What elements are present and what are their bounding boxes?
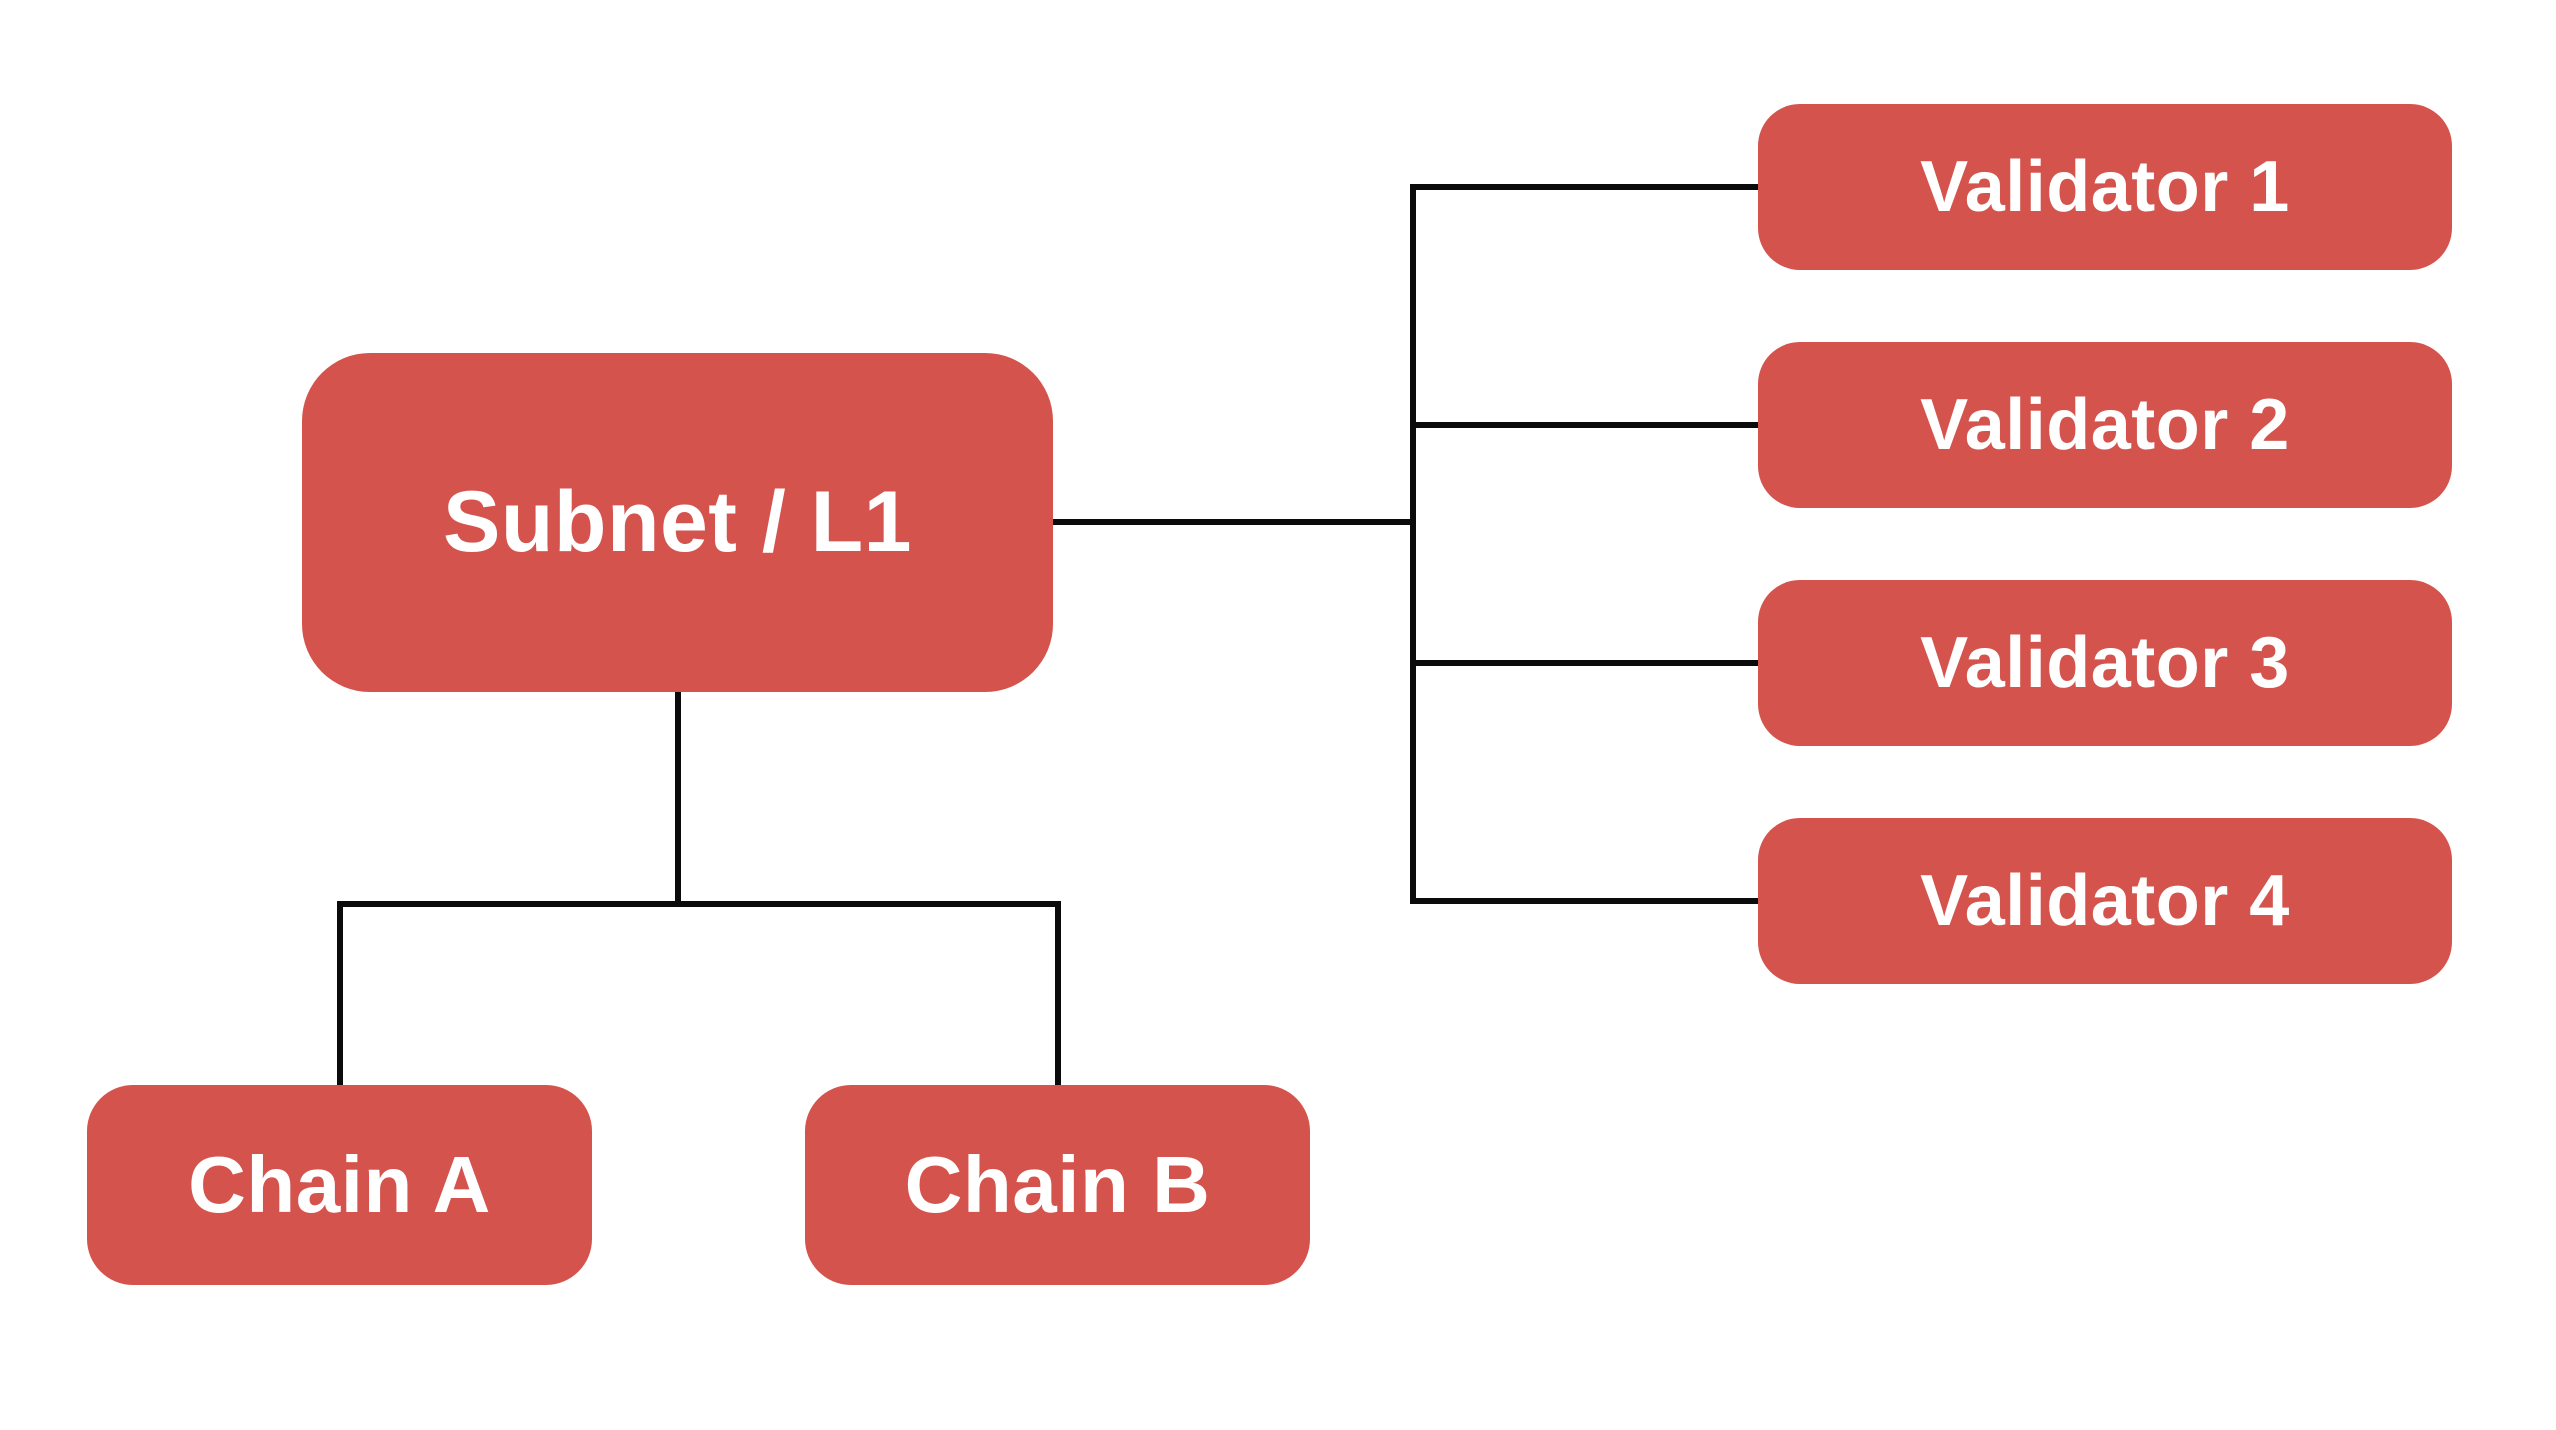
- connector-branch-validator-3: [1410, 660, 1758, 666]
- node-chain-a: Chain A: [87, 1085, 592, 1285]
- connector-branch-validator-2: [1410, 422, 1758, 428]
- node-validator-4: Validator 4: [1758, 818, 2452, 984]
- node-validator-1: Validator 1: [1758, 104, 2452, 270]
- node-chain-b: Chain B: [805, 1085, 1310, 1285]
- node-validator-2: Validator 2: [1758, 342, 2452, 508]
- connector-rail-to-chain-b: [1055, 904, 1061, 1085]
- connector-subnet-to-trunk: [1053, 519, 1416, 525]
- connector-branch-validator-1: [1410, 184, 1758, 190]
- connector-branch-validator-4: [1410, 898, 1758, 904]
- connector-validator-trunk: [1410, 184, 1416, 904]
- node-subnet-l1: Subnet / L1: [302, 353, 1053, 692]
- connector-rail-to-chain-a: [337, 904, 343, 1085]
- connector-chain-rail: [337, 901, 1061, 907]
- node-validator-3: Validator 3: [1758, 580, 2452, 746]
- connector-subnet-to-chain-rail: [675, 692, 681, 907]
